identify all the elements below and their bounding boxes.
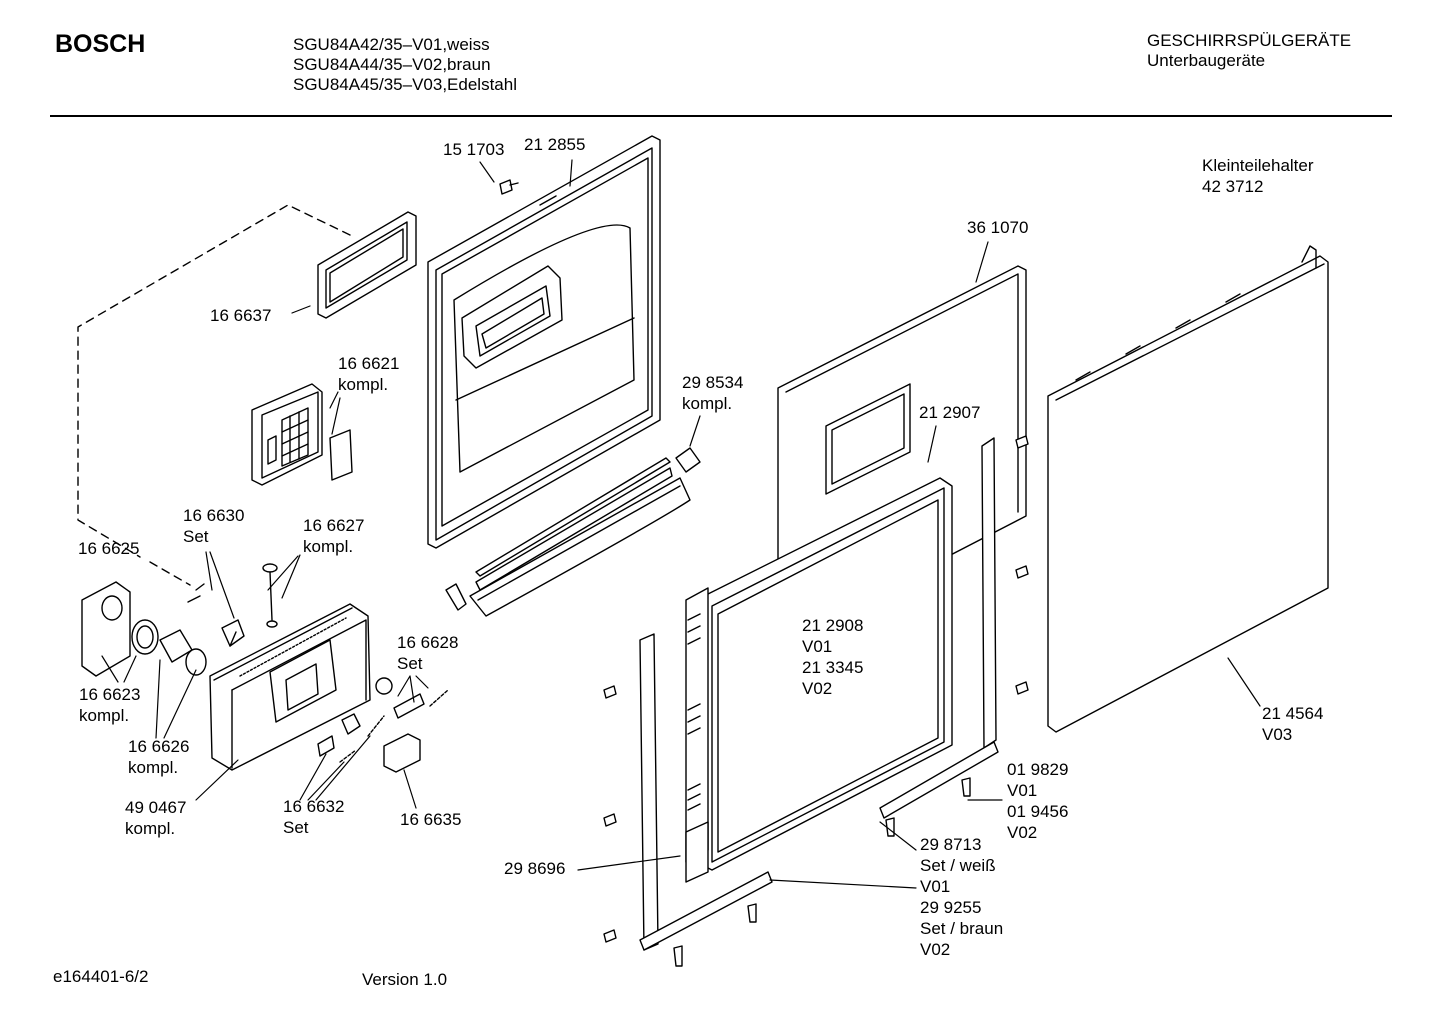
label-212855: 21 2855: [524, 135, 586, 154]
model-line-2: SGU84A44/35–V02,braun: [293, 55, 491, 74]
part-166626-nozzle: [159, 629, 207, 676]
part-166625-cap: [81, 581, 131, 677]
part-166623-ring: [131, 619, 159, 655]
label-490467: 49 0467 kompl.: [125, 798, 187, 838]
label-298534: 29 8534 kompl.: [682, 373, 744, 413]
brand-logo: BOSCH: [55, 30, 146, 58]
label-298696: 29 8696: [504, 859, 566, 878]
part-298696-left-strip: [639, 633, 773, 951]
version-label: Version 1.0: [362, 970, 448, 989]
model-line-1: SGU84A42/35–V01,weiss: [293, 35, 490, 54]
label-212908: 21 2908 V01 21 3345 V02: [802, 616, 864, 698]
label-kleinteilehalter: Kleinteilehalter 42 3712: [1202, 156, 1314, 196]
part-151703-screw: [499, 179, 519, 195]
part-166630-spring: [187, 583, 245, 647]
header-divider: [50, 115, 1392, 117]
screws: [603, 435, 1029, 967]
label-166637: 16 6637: [210, 306, 272, 325]
part-166621-module: [251, 383, 353, 486]
part-166635-pump: [383, 733, 421, 773]
label-361070: 36 1070: [967, 218, 1029, 237]
category-subtitle: Unterbaugeräte: [1147, 51, 1266, 70]
part-166637-frame: [317, 211, 417, 319]
label-166626: 16 6626 kompl.: [128, 737, 190, 777]
label-212907: 21 2907: [919, 403, 981, 422]
part-trim-rails: [445, 447, 701, 617]
label-166630: 16 6630 Set: [183, 506, 245, 546]
label-214564: 21 4564 V03: [1262, 704, 1324, 744]
label-151703: 15 1703: [443, 140, 505, 159]
label-166625: 16 6625: [78, 539, 140, 558]
part-166627-valve: [262, 563, 278, 628]
label-166623: 16 6623 kompl.: [79, 685, 141, 725]
part-212908-outer-door: [685, 477, 953, 883]
model-line-3: SGU84A45/35–V03,Edelstahl: [293, 75, 517, 94]
leader-lines: [101, 159, 1261, 889]
part-166628-set: [375, 677, 449, 719]
part-490467-inlet-assembly: [209, 603, 371, 771]
label-166628: 16 6628 Set: [397, 633, 459, 673]
part-214564-side-panel: [1047, 245, 1329, 733]
label-166621: 16 6621 kompl.: [338, 354, 400, 394]
label-166635: 16 6635: [400, 810, 462, 829]
part-212907-side-strip: [879, 437, 999, 819]
label-166632: 16 6632 Set: [283, 797, 345, 837]
label-166627: 16 6627 kompl.: [303, 516, 365, 556]
label-298713: 29 8713 Set / weiß V01 29 9255 Set / bra…: [920, 835, 1004, 959]
category-title: GESCHIRRSPÜLGERÄTE: [1147, 31, 1352, 50]
dashed-group-line: [77, 204, 351, 586]
part-212855-inner-door: [427, 135, 661, 549]
document-id: e164401-6/2: [53, 967, 149, 986]
part-166632-springs: [317, 713, 385, 763]
label-019829: 01 9829 V01 01 9456 V02: [1007, 760, 1069, 842]
